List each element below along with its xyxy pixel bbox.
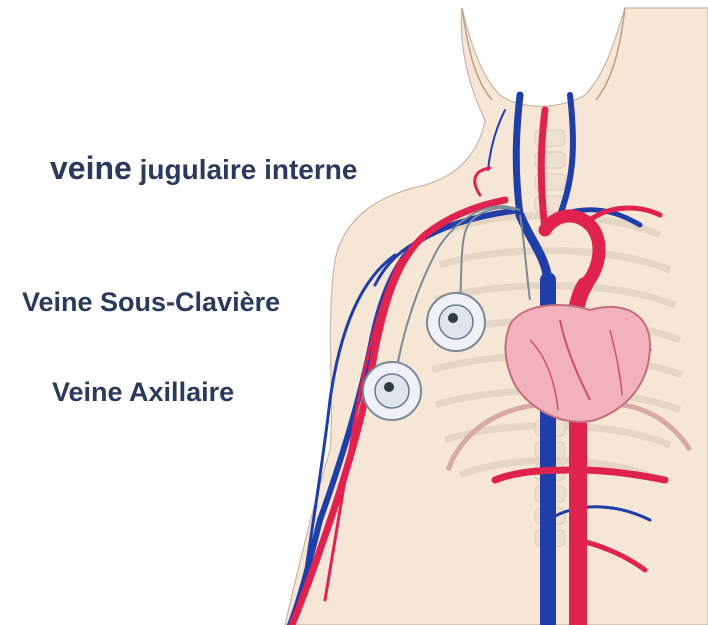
label-internal-jugular-vein: veine jugulaire interne (50, 150, 357, 187)
label-axillary-vein: Veine Axillaire (52, 377, 234, 408)
label-jugular-word1: veine (50, 150, 132, 186)
torso-silhouette (285, 8, 708, 625)
label-subclavian-vein: Veine Sous-Clavière (22, 287, 280, 318)
label-jugular-rest: jugulaire interne (140, 154, 358, 185)
implantable-port-icon (363, 362, 421, 420)
implantable-port-icon (427, 293, 485, 351)
